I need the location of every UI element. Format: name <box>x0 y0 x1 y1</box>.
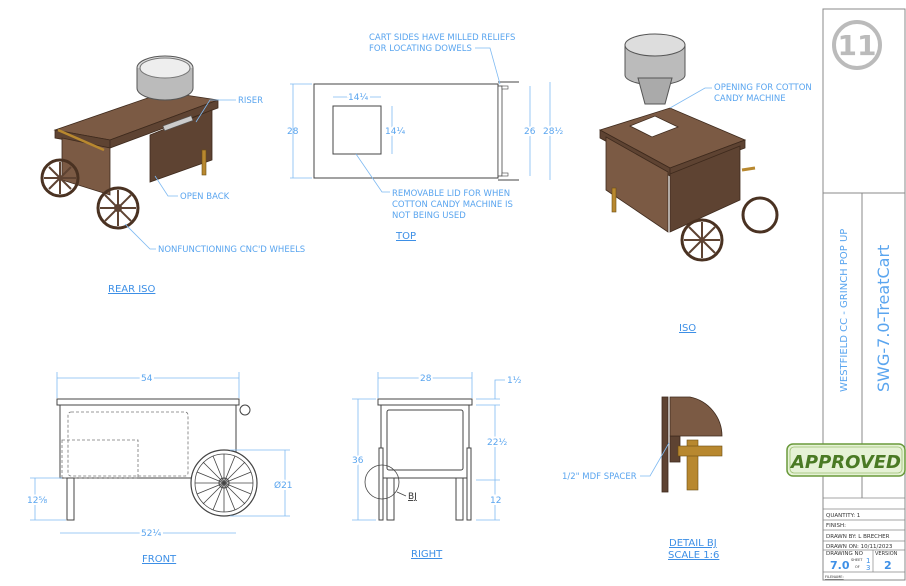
dim-outer-width: 28½ <box>543 127 563 137</box>
removable-lid-note-3: NOT BEING USED <box>392 211 466 221</box>
wheel-icon <box>40 158 140 230</box>
rear-iso-label: REAR ISO <box>108 284 156 295</box>
right-view: BJ 28 36 1½ 22½ 12 RIGHT <box>350 372 522 560</box>
wheel-icon <box>680 196 779 262</box>
dim-lid-height: 14¼ <box>385 127 405 137</box>
version-label: VERSION <box>875 551 898 557</box>
of-label: OF <box>855 565 860 569</box>
iso-view: OPENING FOR COTTON CANDY MACHINE ISO <box>598 33 812 334</box>
top-view: 28 14¼ 14¼ 26 28½ CART SIDES HAVE MILLED… <box>287 33 565 242</box>
dim-lid-width: 14¼ <box>348 93 368 103</box>
dim-wheel-diameter: Ø21 <box>274 480 293 491</box>
dim-right-leg: 12 <box>490 496 501 506</box>
removable-lid <box>332 105 382 155</box>
approved-text: APPROVED <box>789 452 901 473</box>
dim-right-body: 22½ <box>487 438 507 448</box>
detail-bj-view: 1/2" MDF SPACER DETAIL BJ SCALE 1:6 <box>562 396 723 561</box>
top-label: TOP <box>395 231 416 242</box>
sheet-number: 1 <box>866 557 870 565</box>
wheel-icon <box>190 449 258 517</box>
quantity: QUANTITY: 1 <box>826 513 860 519</box>
open-back-note: OPEN BACK <box>180 192 230 202</box>
opening-note-2: CANDY MACHINE <box>714 94 786 104</box>
part-name: SWG-7.0-TreatCart <box>874 245 893 392</box>
project-name: WESTFIELD CC - GRINCH POP UP <box>839 229 850 392</box>
dim-right-height: 36 <box>352 456 364 466</box>
opening-note: OPENING FOR COTTON <box>714 83 812 93</box>
wheels-note: NONFUNCTIONING CNC'D WHEELS <box>158 245 305 255</box>
front-view: 54 12⅝ 52¼ Ø21 FRONT <box>25 372 295 565</box>
drawn-by: DRAWN BY: L BRECHER <box>826 534 890 540</box>
company-logo <box>832 20 882 70</box>
drawn-on: DRAWN ON: 10/11/2023 <box>826 544 893 550</box>
rear-iso-view: RISER OPEN BACK NONFUNCTIONING CNC'D WHE… <box>40 55 305 295</box>
mdf-spacer-note: 1/2" MDF SPACER <box>562 472 637 482</box>
milled-reliefs-note-2: FOR LOCATING DOWELS <box>369 44 472 54</box>
dim-front-length: 54 <box>141 374 153 384</box>
riser-note: RISER <box>238 96 263 106</box>
drawing-no: 7.0 <box>830 559 850 572</box>
detail-callout: BJ <box>408 492 417 502</box>
finish: FINISH: <box>826 523 846 529</box>
dim-front-leg: 12⅝ <box>27 496 47 506</box>
iso-label: ISO <box>679 323 696 334</box>
milled-reliefs-note: CART SIDES HAVE MILLED RELIEFS <box>369 33 515 43</box>
dim-right-width: 28 <box>420 374 432 384</box>
version: 2 <box>884 559 892 572</box>
detail-bj-label: DETAIL BJ <box>669 538 717 549</box>
logo-text: 11 <box>838 29 877 62</box>
detail-scale-label: SCALE 1:6 <box>668 550 719 561</box>
filename-label: FILENAME: <box>825 575 844 579</box>
dim-top-depth: 28 <box>287 127 299 137</box>
detail-bj-circle <box>364 464 400 500</box>
dim-right-top: 1½ <box>507 376 522 386</box>
drawing-no-label: DRAWING NO <box>826 551 864 557</box>
dim-front-base: 52¼ <box>141 529 161 539</box>
title-block: 11 WESTFIELD CC - GRINCH POP UP SWG-7.0-… <box>822 8 906 581</box>
approved-stamp: APPROVED <box>786 443 906 477</box>
removable-lid-note-2: COTTON CANDY MACHINE IS <box>392 200 513 210</box>
dim-inner-width: 26 <box>524 127 536 137</box>
sheet-total: 3 <box>866 564 870 572</box>
removable-lid-note: REMOVABLE LID FOR WHEN <box>392 189 510 199</box>
sheet-label: SHEET <box>851 558 863 562</box>
front-label: FRONT <box>142 554 177 565</box>
right-label: RIGHT <box>411 549 443 560</box>
